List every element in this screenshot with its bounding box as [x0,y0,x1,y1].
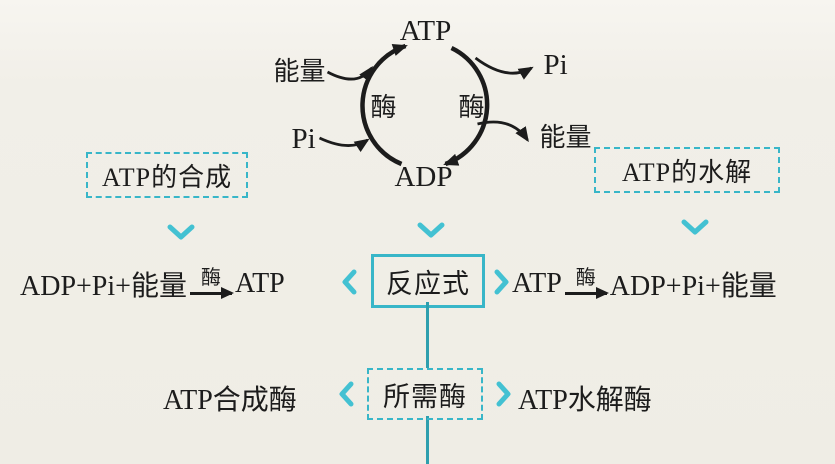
pi-in-label: Pi [292,123,316,155]
left-enzyme-label: 酶 [370,93,396,122]
pi-out-arrow-icon [474,56,534,80]
energy-out-arrow-icon [477,120,529,143]
right-enzyme-label: 酶 [458,93,484,122]
enzyme-arrow: 酶 [189,266,232,295]
connector-line [426,416,429,464]
adp-node-label: ADP [394,161,452,193]
pi-in-arrow-icon [318,136,370,153]
reaction-box-label: 反应式 [386,268,470,299]
hydrolysis-title-label: ATP的水解 [621,157,753,187]
right-arrow-icon [189,291,232,295]
down-arrow-icon [417,222,445,238]
synthesis-eq-rhs: ATP [234,268,285,299]
hydrolysis-eq-rhs: ADP+Pi+能量 [609,271,777,302]
left-arrow-icon [339,381,354,407]
required-enzyme-box-label: 所需酶 [383,381,467,412]
down-arrow-icon [167,224,195,240]
pi-out-label: Pi [544,49,568,81]
hydrolysis-enzyme-name: ATP水解酶 [518,385,652,416]
energy-out-label: 能量 [540,123,592,152]
hydrolysis-eq-lhs: ATP [512,268,562,299]
atp-adp-cycle: ATP ADP 酶 酶 能量 Pi Pi 能量 [274,15,592,193]
required-enzyme-box: 所需酶 [367,368,483,420]
synthesis-title-label: ATP的合成 [101,162,233,192]
atp-node-label: ATP [400,15,452,47]
synthesis-eq-lhs: ADP+Pi+能量 [20,271,187,302]
hydrolysis-arc-arrow-icon [443,45,490,167]
left-arrow-icon [342,269,357,295]
energy-in-label: 能量 [274,57,326,86]
synthesis-enzyme-name: ATP合成酶 [163,385,297,416]
right-arrow-icon [564,291,607,295]
synthesis-equation: ADP+Pi+能量 酶 ATP [20,264,285,304]
enzyme-arrow: 酶 [564,266,607,295]
hydrolysis-equation: ATP 酶 ADP+Pi+能量 [512,264,777,304]
right-arrow-icon [494,269,509,295]
enzyme-over-arrow-label: 酶 [575,266,596,289]
right-arrow-icon [496,381,511,407]
connector-line [426,302,429,368]
reaction-box: 反应式 [371,254,485,308]
enzyme-over-arrow-label: 酶 [200,266,221,289]
synthesis-title-box: ATP的合成 [86,152,248,198]
energy-in-arrow-icon [326,65,373,82]
synthesis-arc-arrow-icon [360,43,408,167]
hydrolysis-title-box: ATP的水解 [594,147,780,193]
down-arrow-icon [681,219,709,235]
